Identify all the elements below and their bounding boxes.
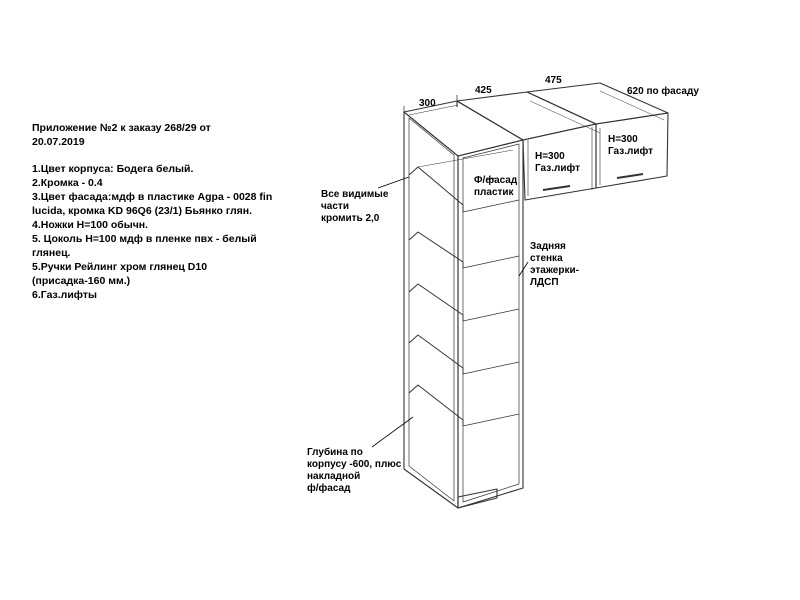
- spec-title: Приложение №2 к заказу 268/29 от 20.07.2…: [32, 122, 211, 148]
- spec-notes: Приложение №2 к заказу 268/29 от 20.07.2…: [32, 121, 282, 302]
- cabinet-side-panel: [403, 111, 459, 509]
- spec-item: 1.Цвет корпуса: Бодега белый.: [32, 163, 194, 175]
- callout-edges: Все видимые части кромить 2,0: [321, 189, 389, 224]
- cabinet-plinth: [457, 488, 498, 509]
- spec-item: 5.Ручки Рейлинг хром глянец D10 (присадк…: [32, 261, 208, 287]
- callout-back-wall: Задняя стенка этажерки- ЛДСП: [530, 241, 579, 288]
- dimension-475: 475: [545, 75, 562, 86]
- spec-item: 5. Цоколь Н=100 мдф в пленке пвх - белый…: [32, 233, 257, 259]
- dimension-lines: [403, 95, 458, 112]
- cabinet-shelves: [408, 149, 520, 427]
- dimension-300: 300: [419, 98, 436, 109]
- spec-list: 1.Цвет корпуса: Бодега белый. 2.Кромка -…: [32, 162, 282, 302]
- spec-item: 2.Кромка - 0.4: [32, 177, 103, 189]
- leader-lines: [371, 176, 529, 448]
- spec-item: 3.Цвет фасада:мдф в пластике Agpa - 0028…: [32, 191, 273, 217]
- callout-depth: Глубина по корпусу -600, плюс накладной …: [307, 447, 402, 494]
- callout-facade: Ф/фасад пластик: [474, 175, 518, 198]
- callout-lift-2: Н=300 Газ.лифт: [608, 134, 653, 157]
- handle-left: [542, 185, 571, 191]
- spec-item: 4.Ножки Н=100 обычн.: [32, 219, 149, 231]
- dimension-620: 620 по фасаду: [627, 86, 699, 97]
- callout-lift-1: Н=300 Газ.лифт: [535, 151, 580, 174]
- spec-item: 6.Газ.лифты: [32, 289, 97, 301]
- wall-cabinets: [456, 82, 669, 201]
- handle-right: [616, 173, 644, 179]
- dimension-425: 425: [475, 85, 492, 96]
